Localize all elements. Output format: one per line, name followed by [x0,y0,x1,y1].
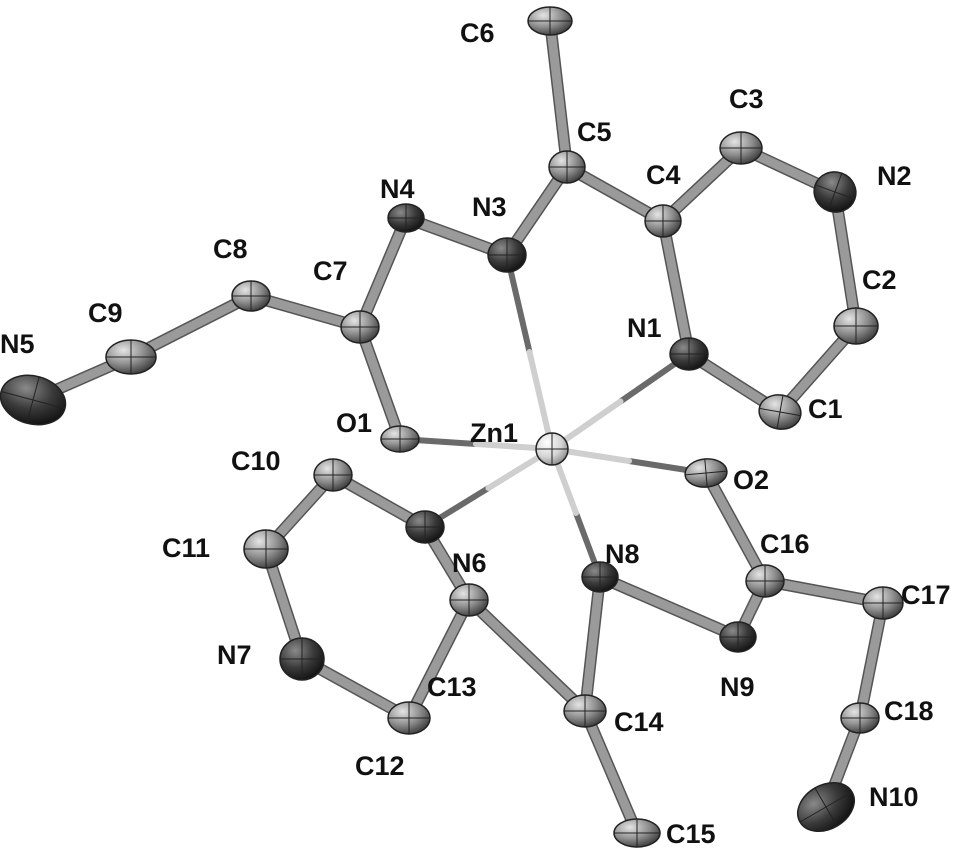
atom-label-C1: C1 [808,394,843,424]
atom-N5 [0,374,67,426]
atom-label-N9: N9 [720,672,755,702]
atom-C11 [243,529,289,569]
atom-C16 [745,564,785,598]
atom-label-N1: N1 [627,313,662,343]
bond-C13-C14 [464,595,590,716]
atom-N2 [813,171,857,213]
atom-N3 [487,237,527,273]
atom-N10 [797,782,855,832]
ellipsoid-axis [776,395,784,429]
atom-C18 [840,702,880,734]
bond-C7-N4 [355,213,411,332]
atom-label-C15: C15 [666,819,716,849]
atom-C3 [719,131,763,165]
atom-C15 [613,818,661,848]
atom-label-C2: C2 [862,265,897,295]
ellipsoid-axis [704,459,708,487]
bond-C5-C6 [545,16,572,172]
bond-C12-C13 [404,595,474,723]
atom-label-C10: C10 [231,446,281,476]
bond-N1-C4 [658,216,694,359]
atom-label-C3: C3 [729,84,764,114]
atom-N8 [581,561,619,593]
atom-C2 [833,307,879,345]
bond-C16-O2 [701,468,770,586]
ellipsoid-axis [814,787,838,827]
atom-C6 [527,6,573,36]
atom-label-N2: N2 [877,161,912,191]
atom-C12 [387,701,431,735]
atom-C17 [862,586,904,620]
atom-label-C11: C11 [162,533,210,563]
atom-label-N4: N4 [380,174,415,204]
atom-label-O1: O1 [336,408,372,438]
bond-C14-N8 [580,572,605,716]
ellipsoid-axis [26,376,40,424]
atom-label-C9: C9 [88,298,123,328]
atom-ellipsoid [0,374,67,426]
atom-label-N7: N7 [217,640,252,670]
bond-C5-C4 [562,162,668,226]
atom-label-C7: C7 [313,256,348,286]
atom-O1 [380,425,420,453]
ellipsoid-axis [827,173,843,211]
atom-C5 [548,150,586,184]
atom-C10 [313,458,353,492]
atom-label-C18: C18 [884,696,934,726]
atom-label-C5: C5 [577,117,612,147]
atom-C4 [644,204,682,238]
atom-label-Zn1: Zn1 [470,418,518,448]
atom-label-N10: N10 [869,782,919,812]
atom-label-C17: C17 [901,580,951,610]
atom-label-N6: N6 [452,548,487,578]
bond-C14-C15 [580,706,642,838]
atom-label-O2: O2 [733,465,769,495]
atom-label-C4: C4 [646,160,681,190]
bond-C17-C18 [855,598,888,723]
atom-O2 [684,458,728,488]
atom-label-N5: N5 [0,329,35,359]
atom-C14 [563,694,607,728]
atom-label-C16: C16 [760,529,810,559]
bond-O1-C7 [355,322,405,444]
atom-N9 [719,621,757,653]
atom-C1 [758,394,802,430]
atom-N1 [669,337,709,371]
atom-label-C12: C12 [355,751,405,781]
atom-N7 [279,637,325,681]
atom-C9 [105,339,157,375]
atom-C8 [231,280,271,312]
atom-label-N8: N8 [605,539,640,569]
atom-C7 [340,310,380,344]
atom-Zn1 [535,432,569,466]
bond-N2-C2 [830,187,861,331]
atom-C13 [449,583,489,617]
atom-label-C14: C14 [614,707,664,737]
atom-label-C6: C6 [460,18,495,48]
atom-label-C8: C8 [213,234,248,264]
atom-N4 [387,203,425,233]
atom-label-C13: C13 [427,672,477,702]
bond-N8-N9 [595,572,743,642]
atom-N6 [405,510,445,544]
atom-label-N3: N3 [472,192,507,222]
